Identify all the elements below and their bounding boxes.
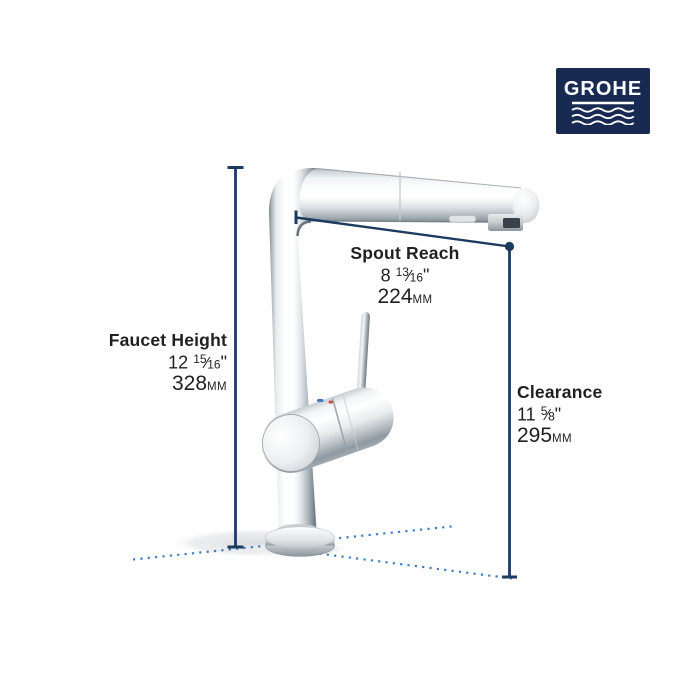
fraction-slash: ⁄ xyxy=(407,267,411,285)
body-seam-ring xyxy=(331,398,349,454)
clearance-frac-den: 8 xyxy=(548,409,555,424)
faucet-height-frac-den: 16 xyxy=(207,357,221,372)
inch-mark: " xyxy=(554,404,562,425)
clearance-frac-num: 5 xyxy=(540,404,548,418)
grohe-logo-text: GROHE xyxy=(563,78,643,100)
inch-mark: " xyxy=(423,265,430,286)
spout-reach-inch-whole: 8 xyxy=(380,265,391,286)
faucet-height-inches: 12 15⁄16" xyxy=(47,351,227,374)
clearance-mm-value: 295 xyxy=(517,424,553,447)
inner-bend-accent xyxy=(296,220,312,237)
mm-unit: MM xyxy=(412,294,433,306)
spray-button xyxy=(448,215,477,223)
faucet-height-line xyxy=(227,166,244,549)
reach-line xyxy=(295,216,510,248)
spout-reach-mm: 224MM xyxy=(325,285,485,309)
faucet-height-mm-value: 328 xyxy=(171,372,208,395)
spout-reach-inches: 8 13⁄16" xyxy=(325,264,485,287)
faucet-height-frac-num: 15 xyxy=(193,352,207,366)
faucet-handle-lever xyxy=(356,311,370,404)
dim-label-clearance: Clearance 11 5⁄8" 295MM xyxy=(517,383,677,448)
clearance-title: Clearance xyxy=(517,382,603,402)
mm-unit: MM xyxy=(207,381,227,393)
faucet-height-mm: 328MM xyxy=(47,372,227,396)
faucet-height-inch-whole: 12 xyxy=(168,352,189,373)
mm-unit: MM xyxy=(552,433,573,445)
dim-label-faucet-height: Faucet Height 12 15⁄16" 328MM xyxy=(47,331,227,396)
faucet-illustration xyxy=(261,167,540,557)
cold-indicator-dot xyxy=(328,400,333,404)
inch-mark: " xyxy=(220,352,227,373)
hot-indicator-dot xyxy=(317,399,324,402)
dimension-lines xyxy=(227,166,517,579)
dim-label-spout-reach: Spout Reach 8 13⁄16" 224MM xyxy=(325,244,485,309)
spout-top-edge xyxy=(316,168,522,189)
clearance-line xyxy=(502,246,517,579)
grohe-logo: GROHE xyxy=(556,68,650,134)
grohe-waves-icon xyxy=(571,101,635,125)
faucet-spout xyxy=(299,168,540,223)
body-seam-ring-2 xyxy=(342,394,359,450)
spout-reach-mm-value: 224 xyxy=(377,285,413,308)
spout-reach-title: Spout Reach xyxy=(350,243,460,263)
spout-reach-frac-den: 16 xyxy=(409,270,424,285)
aerator-inset xyxy=(503,218,520,228)
clearance-inch-whole: 11 xyxy=(517,404,536,425)
faucet-height-title: Faucet Height xyxy=(108,330,227,350)
base-flange-top xyxy=(265,526,335,549)
faucet-body xyxy=(261,387,394,473)
fraction-slash: ⁄ xyxy=(205,354,209,372)
fraction-slash: ⁄ xyxy=(546,406,550,424)
clearance-inches: 11 5⁄8" xyxy=(517,403,677,426)
faucet-base xyxy=(265,524,335,557)
spout-reach-frac-num: 13 xyxy=(395,265,409,279)
body-left-face xyxy=(262,414,320,472)
clearance-mm: 295MM xyxy=(517,424,677,448)
